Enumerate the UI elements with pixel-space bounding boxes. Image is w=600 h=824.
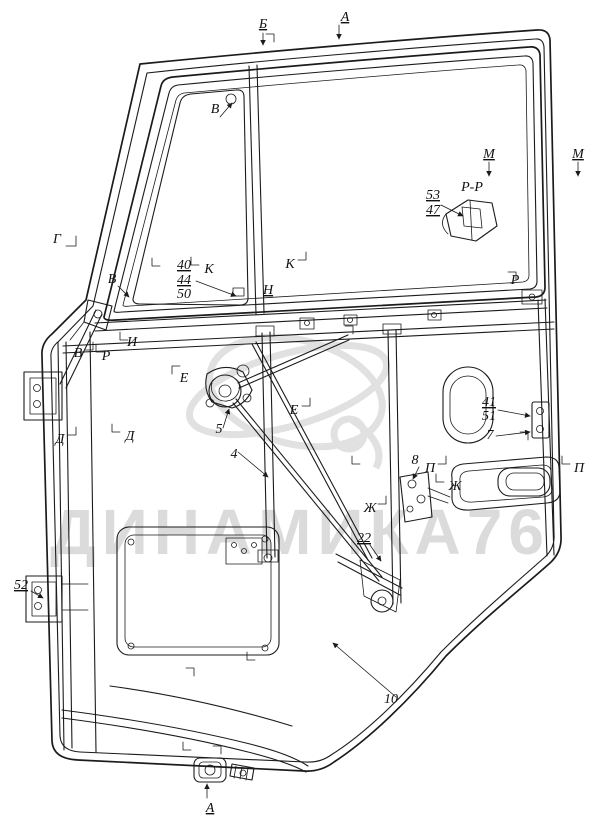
label-k-left: К [203,262,214,277]
label-g-left: Г [52,232,62,247]
label-e-left: Е [179,371,189,386]
regulator-mechanism [205,323,403,613]
label-r-topright: Р [510,273,520,288]
label-v-mid: В [108,272,117,287]
armrest [451,456,561,511]
section-marks [204,24,581,799]
label-n7: 7 [487,428,495,443]
label-m-outer: М [571,147,585,162]
bottom-channel [335,553,403,596]
label-n40: 40 [177,258,191,273]
label-a-bottom: А [205,801,215,816]
cross-arm [251,341,373,561]
watermark-layer: ДИНАМИКА76 [50,333,550,568]
label-n52: 52 [14,578,28,593]
right-guide-rail [387,329,402,605]
section-view-pp [442,199,498,242]
lift-arm [232,398,383,582]
label-v-low: В [74,346,83,361]
label-pp-title: Р-Р [460,180,483,195]
label-e-mid: Е [289,403,299,418]
roller [370,589,394,613]
label-n10: 10 [384,692,398,707]
door-outline-outer [41,29,562,772]
label-n47: 47 [426,203,441,218]
label-zh-mid: Ж [363,501,378,516]
mirror-bracket [23,299,113,421]
lower-creases [61,685,309,773]
label-n44: 44 [177,273,191,288]
label-p-right: П [573,461,585,476]
top-right-bracket [521,289,543,305]
glass-run-frame [113,55,538,313]
vent-window [132,89,249,306]
lower-panel [116,526,280,656]
bracket-marks [65,33,571,755]
label-d-left: Д [54,432,66,447]
label-r-left: Р [101,349,111,364]
upper-arm [237,334,350,389]
label-d-right: Д [124,429,136,444]
label-i-mark: И [126,335,138,350]
label-v-vent: В [211,102,220,117]
label-n-mark: Н [262,283,274,298]
label-n8: 8 [412,453,419,468]
handle-cutout [497,467,551,497]
sector-plate [205,366,253,409]
label-m-inner: М [482,147,496,162]
glass-run-frame-inner [122,64,530,307]
label-n50: 50 [177,287,191,302]
label-zh-right: Ж [448,479,463,494]
window-opening [103,46,546,322]
label-b-top: Б [258,17,267,32]
watermark-text: ДИНАМИКА76 [50,496,550,568]
striker-bracket [531,401,550,439]
inner-pocket [442,366,494,444]
label-n5: 5 [216,422,223,437]
belt-line [62,299,555,354]
label-n22: 22 [357,531,371,546]
label-n51: 51 [482,409,496,424]
belt-clips [299,309,442,330]
bottom-hardware [193,757,255,783]
vent-divider [248,64,265,315]
label-n4: 4 [231,447,238,462]
label-k-right: К [284,257,295,272]
vent-pivot [225,93,237,105]
vent-latch [232,287,245,297]
leader-lines [30,102,531,698]
label-a-top: А [340,10,350,25]
left-inner-edge [57,331,97,753]
label-n53: 53 [426,188,440,203]
door-drawing [23,29,562,783]
door-outline-inner [50,38,555,763]
lock-plate [399,471,451,523]
label-p-mid: П [424,461,436,476]
label-n41: 41 [482,395,496,410]
